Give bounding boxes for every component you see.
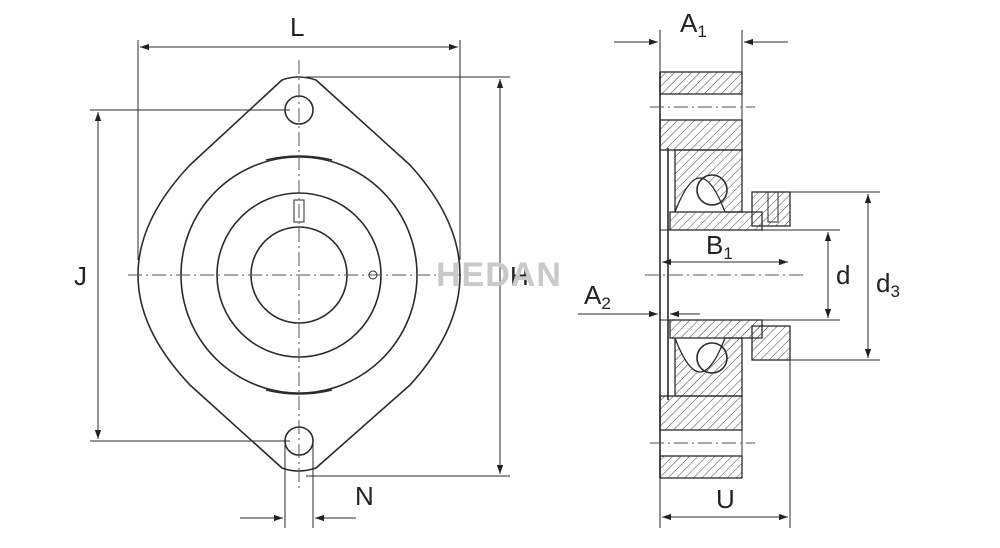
front-view: L J H N — [74, 12, 529, 528]
locking-collar-upper — [751, 191, 791, 227]
label-B1: B1 — [706, 230, 733, 263]
label-J: J — [74, 261, 87, 291]
housing-section-lower — [659, 395, 743, 431]
watermark: HEDAN — [436, 256, 562, 294]
inner-ring-lower — [669, 319, 763, 339]
flange-outline — [137, 76, 461, 472]
set-screw — [767, 191, 779, 223]
ball-lower — [696, 342, 728, 374]
label-L: L — [290, 12, 304, 42]
label-H: H — [510, 261, 529, 291]
ball-upper — [696, 174, 728, 206]
locking-collar-lower — [751, 325, 791, 361]
label-A1: A1 — [680, 8, 707, 41]
housing-section-upper — [659, 119, 743, 151]
section-view: A1 B1 A2 d d3 U — [578, 8, 900, 528]
label-N: N — [355, 481, 374, 511]
label-d3: d3 — [876, 268, 900, 301]
outer-ring-upper — [674, 149, 743, 213]
outer-ring-lower — [674, 337, 743, 397]
flange-section-top — [659, 71, 743, 95]
label-d: d — [836, 260, 850, 290]
label-A2: A2 — [584, 280, 611, 313]
flange-section-bottom — [659, 455, 743, 479]
inner-ring-upper — [669, 211, 763, 231]
seal-arc-bottom — [265, 389, 333, 395]
label-U: U — [716, 484, 735, 514]
